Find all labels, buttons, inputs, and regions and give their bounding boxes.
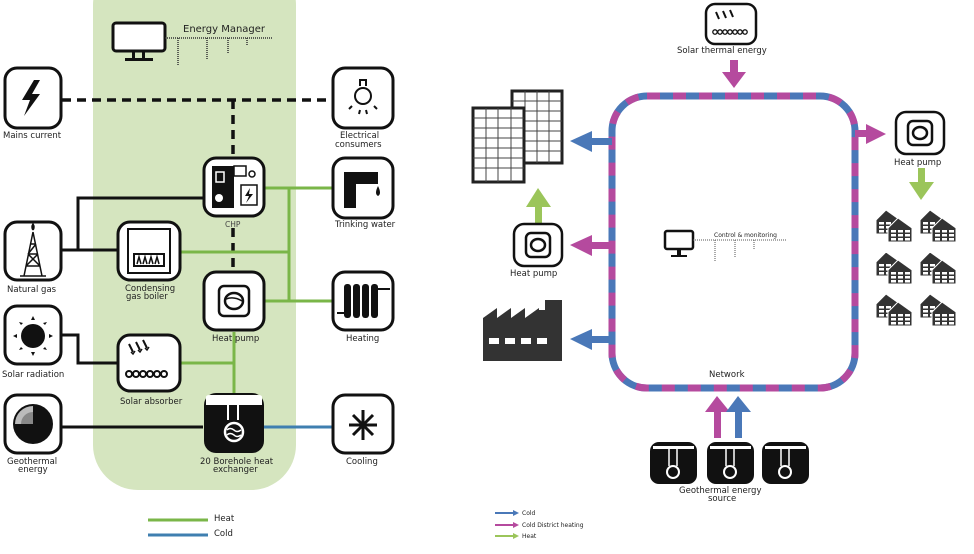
legend-right-cold-label: Cold — [522, 510, 536, 517]
monitor-icon — [111, 21, 167, 61]
label-condensing-2: gas boiler — [126, 292, 168, 302]
faucet-icon — [344, 172, 380, 208]
residential-buildings — [875, 209, 957, 327]
legend-heat-label: Heat — [214, 514, 235, 524]
label-heat-pump-left: Heat pump — [510, 269, 558, 279]
label-solar-radiation: Solar radiation — [2, 370, 65, 380]
label-natural-gas: Natural gas — [7, 285, 57, 295]
label-mains-current: Mains current — [3, 131, 62, 141]
light-bulb-icon — [348, 79, 378, 115]
natural-gas-box — [3, 220, 63, 282]
house-icon — [875, 209, 913, 243]
solar-absorber-icon — [125, 339, 168, 378]
geothermal-boreholes — [650, 442, 809, 484]
legend-cold-arrow — [495, 510, 519, 516]
lightning-icon — [22, 80, 40, 116]
heat-pump-right-icon — [894, 110, 946, 156]
heat-lines — [180, 186, 333, 393]
energy-manager-title: Energy Manager — [183, 24, 266, 35]
arrow-geothermal-in — [705, 396, 751, 438]
fuel-lines — [62, 196, 203, 429]
label-geothermal-source-2: source — [708, 494, 737, 504]
label-control-monitoring: Control & monitoring — [714, 232, 777, 239]
borehole-icon — [204, 393, 264, 453]
control-monitor-icon — [663, 229, 787, 262]
legend-district-arrow — [495, 522, 519, 528]
label-electrical-consumers-2: consumers — [335, 140, 382, 150]
label-heat-pump: Heat pump — [212, 334, 260, 344]
arrow-factory-out — [570, 329, 612, 350]
house-icon — [919, 209, 957, 243]
borehole-icon — [707, 442, 754, 484]
earth-core-icon — [13, 404, 53, 444]
label-geothermal-2: energy — [18, 465, 48, 475]
manager-bus-lines — [165, 37, 272, 66]
radiator-icon — [337, 284, 390, 318]
heat-pump-icon — [217, 284, 251, 318]
arrow-heat-left — [526, 188, 551, 225]
label-borehole-1: 20 Borehole heat — [200, 457, 274, 467]
solar-absorber-box — [116, 333, 182, 393]
legend-right-district-label: Cold District heating — [522, 522, 584, 529]
label-heat-pump-right: Heat pump — [894, 158, 942, 168]
label-condensing-1: Condensing — [125, 284, 176, 294]
legend-right-heat-label: Heat — [522, 533, 537, 540]
house-icon — [875, 293, 913, 327]
factory-icon — [483, 300, 562, 361]
house-icon — [919, 251, 957, 285]
boiler-icon — [127, 228, 171, 274]
arrow-office-out — [570, 131, 612, 152]
label-geothermal-source-1: Geothermal energy — [679, 486, 762, 496]
office-building-icon — [471, 89, 564, 184]
electrical-consumers-box — [331, 66, 395, 130]
arrow-solar-in — [722, 60, 746, 88]
gas-tower-icon — [20, 222, 46, 277]
trinking-water-box — [331, 156, 395, 220]
label-trinking-water: Trinking water — [335, 220, 396, 230]
chp-icon — [212, 165, 258, 208]
legend-heat-arrow — [495, 533, 519, 539]
house-icon — [919, 293, 957, 327]
label-cooling: Cooling — [346, 457, 378, 467]
arrow-heat-right — [909, 168, 934, 200]
arrow-heatpump-left-out — [570, 235, 612, 256]
house-icon — [875, 251, 913, 285]
solar-thermal-icon — [704, 2, 758, 46]
legend-cold-label: Cold — [214, 529, 233, 539]
borehole-icon — [762, 442, 809, 484]
label-heating: Heating — [346, 334, 380, 344]
network-loop — [608, 92, 859, 392]
borehole-icon — [650, 442, 697, 484]
heat-pump-box — [202, 270, 266, 332]
electric-line — [62, 98, 333, 272]
label-network: Network — [709, 370, 745, 380]
label-solar-thermal: Solar thermal energy — [677, 46, 767, 56]
label-electrical-consumers-1: Electrical — [340, 131, 380, 141]
arrow-heatpump-right-out — [855, 124, 886, 144]
heat-pump-left-icon — [512, 222, 564, 268]
snowflake-icon — [349, 410, 377, 440]
label-chp: CHP — [225, 220, 241, 229]
label-geothermal-1: Geothermal — [7, 457, 58, 467]
sun-icon — [13, 316, 53, 356]
label-borehole-2: exchanger — [213, 465, 258, 475]
label-solar-absorber: Solar absorber — [120, 397, 183, 407]
